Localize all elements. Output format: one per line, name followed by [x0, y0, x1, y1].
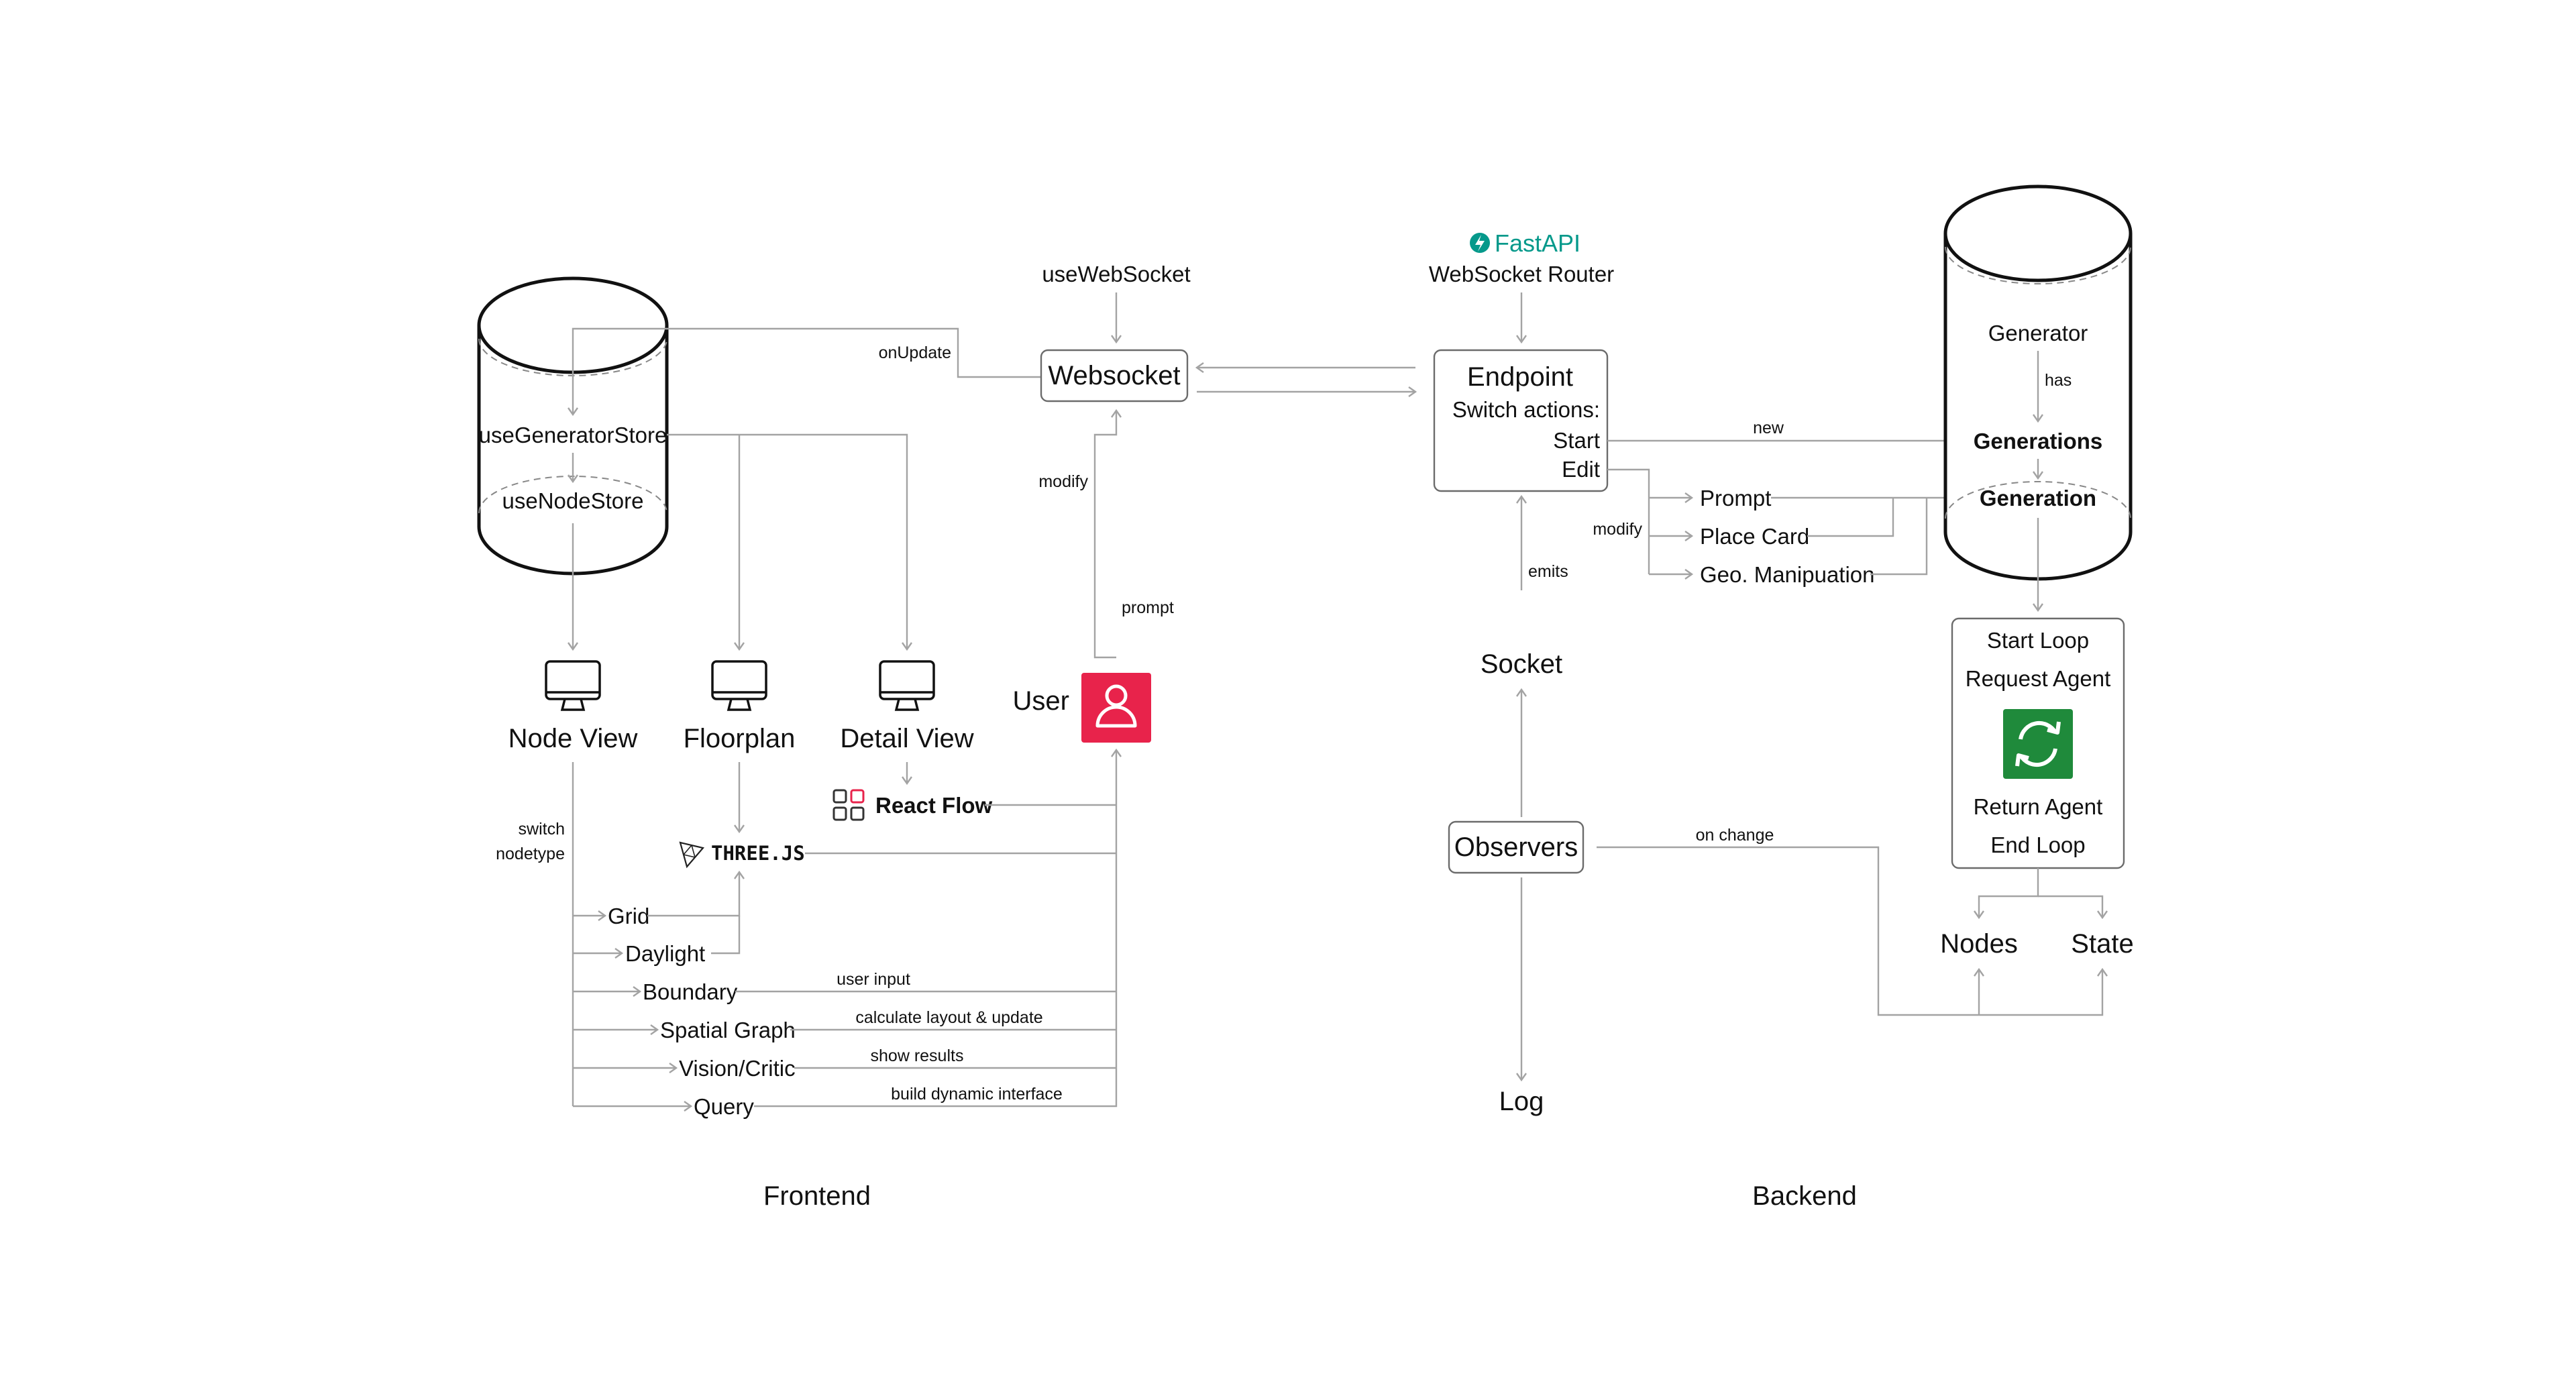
endpoint-edit: Edit	[1562, 457, 1600, 482]
floorplan-label: Floorplan	[684, 724, 796, 753]
node-view-label: Node View	[508, 724, 638, 753]
generator-label: Generator	[1988, 321, 2088, 345]
frontend-store-database-icon	[477, 276, 669, 576]
daylight-to-threejs-edge	[711, 916, 741, 955]
edge-label-show-results: show results	[871, 1046, 964, 1065]
modify-label-frontend: modify	[1038, 472, 1088, 491]
node-type-grid: Grid	[608, 904, 649, 928]
node-type-spatial-graph: Spatial Graph	[660, 1018, 796, 1042]
observers-box	[1448, 820, 1585, 874]
endpoint-start: Start	[1553, 428, 1600, 453]
modify-label-backend: modify	[1593, 520, 1642, 539]
react-flow-icon	[833, 789, 865, 821]
detail-view-monitor-icon	[879, 660, 935, 711]
query-to-user-edge	[754, 748, 1122, 1108]
place-card-to-generation-edge	[1807, 498, 1894, 537]
fastapi-icon	[1470, 233, 1490, 253]
new-label: new	[1753, 419, 1784, 437]
onupdate-edge	[568, 327, 1041, 417]
edge-label-calculate-layout: calculate layout & update	[855, 1008, 1042, 1027]
edge-label-build-interface: build dynamic interface	[891, 1085, 1063, 1104]
websocket-router-label: WebSocket Router	[1429, 262, 1614, 286]
user-to-websocket-edge	[1093, 409, 1122, 659]
observers-label: Observers	[1454, 832, 1578, 862]
loop-to-nodes-edge	[1974, 868, 2039, 920]
node-type-vision-critic: Vision/Critic	[679, 1056, 796, 1081]
store-top-label: useGeneratorStore	[479, 423, 667, 447]
on-change-label: on change	[1696, 826, 1774, 845]
react-flow-label: React Flow	[875, 793, 993, 818]
detail-view-label: Detail View	[840, 724, 973, 753]
emits-label: emits	[1528, 562, 1568, 581]
websocket-box	[1040, 349, 1189, 402]
use-websocket-label: useWebSocket	[1042, 262, 1190, 286]
loop-to-state-edge	[2038, 895, 2108, 920]
node-type-boundary: Boundary	[643, 979, 738, 1004]
switch-label-line2: nodetype	[496, 845, 565, 863]
store-bottom-label: useNodeStore	[502, 488, 644, 513]
grid-to-threejs-edge	[647, 870, 745, 917]
loop-return: Return Agent	[1974, 794, 2103, 819]
switch-label-line1: switch	[519, 820, 565, 839]
state-label: State	[2071, 929, 2133, 959]
node-view-monitor-icon	[545, 660, 601, 711]
fastapi-label: FastAPI	[1495, 229, 1580, 257]
edit-spine	[1607, 468, 1650, 574]
socket-label: Socket	[1481, 649, 1562, 679]
endpoint-box	[1433, 349, 1609, 492]
floorplan-monitor-icon	[711, 660, 767, 711]
refresh-icon	[2003, 709, 2073, 779]
observers-to-state-edge	[1597, 846, 2108, 1016]
threejs-label: THREE.JS	[711, 842, 805, 865]
nodes-label: Nodes	[1940, 929, 2018, 959]
frontend-section-label: Frontend	[763, 1181, 871, 1211]
generations-label: Generations	[1974, 429, 2103, 453]
edit-action-place-card: Place Card	[1700, 524, 1809, 549]
edge-label-user-input: user input	[837, 970, 910, 989]
store-to-detailview-edge	[667, 433, 912, 651]
user-label: User	[1013, 686, 1069, 716]
edit-action-geo: Geo. Manipuation	[1700, 562, 1875, 587]
log-label: Log	[1499, 1087, 1544, 1116]
edit-action-prompt: Prompt	[1700, 486, 1771, 510]
loop-end: End Loop	[1990, 832, 2085, 857]
threejs-icon	[679, 841, 705, 869]
backend-section-label: Backend	[1752, 1181, 1857, 1211]
node-type-daylight: Daylight	[625, 941, 705, 966]
loop-start: Start Loop	[1987, 628, 2089, 653]
geo-to-generation-edge	[1870, 498, 1928, 576]
prompt-label: prompt	[1122, 598, 1174, 617]
generation-label: Generation	[1980, 486, 2096, 510]
node-type-query: Query	[694, 1094, 754, 1119]
onupdate-label: onUpdate	[879, 343, 951, 362]
endpoint-title: Endpoint	[1467, 362, 1573, 392]
has-label: has	[2045, 371, 2072, 390]
loop-request: Request Agent	[1966, 666, 2111, 691]
endpoint-subtitle: Switch actions:	[1452, 397, 1600, 422]
websocket-label: Websocket	[1048, 361, 1180, 390]
user-icon	[1081, 673, 1151, 743]
